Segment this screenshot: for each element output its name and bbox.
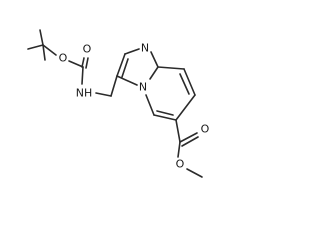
bond-ester-carbonyl-double-a	[179, 132, 198, 143]
bond-carbonyl-double-b	[85, 57, 89, 69]
bond-c3-to-c2-inner	[121, 58, 129, 78]
bond-ester-carbon-to-oxygen	[177, 141, 181, 158]
bond-c5-to-n4	[145, 94, 155, 116]
atom-label-boc-carbonyl-oxygen: O	[83, 43, 92, 56]
bond-c8a-to-n4	[149, 66, 159, 80]
atom-label-ring-n-imine: N	[141, 42, 149, 55]
methyl-ester-group	[175, 119, 203, 178]
methylene-linker	[95, 75, 118, 97]
bond-oxygen-to-methyl	[186, 168, 203, 178]
chemical-structure-diagram: O O NH N N O O	[27, 29, 210, 178]
bond-ch2-to-ring	[110, 75, 118, 97]
bond-tbu-methyl-bottom	[42, 44, 46, 61]
bond-c3-to-c2-outer	[116, 53, 126, 77]
bond-c3-to-n4	[116, 75, 138, 86]
bond-c6-to-ester-carbon	[175, 119, 181, 143]
bond-tbu-to-oxygen	[42, 44, 57, 56]
bond-oxygen-to-carbonyl	[68, 60, 84, 68]
bond-c7-to-c6	[175, 94, 196, 121]
bond-nh-to-ch2	[95, 92, 112, 97]
bond-ester-carbonyl-double-b	[181, 136, 199, 147]
bond-n1-to-c8a	[150, 51, 159, 68]
bond-c8a-to-c8	[157, 66, 185, 70]
bond-c8-to-c7-inner	[179, 73, 190, 95]
bond-c6-to-c5-outer	[153, 114, 177, 121]
boc-carbamate-group	[68, 57, 89, 85]
bond-tbu-methyl-left	[27, 44, 44, 50]
bond-c2-to-n1	[124, 48, 140, 55]
atom-label-amide-nh: NH	[76, 87, 93, 100]
bond-tbu-methyl-top	[39, 29, 44, 46]
bond-c8-to-c7-outer	[183, 68, 196, 96]
bond-carbonyl-to-nh	[81, 66, 84, 85]
bond-carbonyl-double-a	[81, 57, 85, 68]
atom-label-ester-oxygen: O	[176, 158, 185, 171]
tert-butyl-group	[27, 29, 57, 61]
atom-label-boc-ester-oxygen: O	[59, 52, 68, 65]
bond-c6-to-c5-inner	[156, 110, 174, 116]
imidazole-ring	[116, 48, 159, 86]
pyridine-ring	[145, 66, 196, 121]
atom-label-ester-carbonyl-oxygen: O	[201, 123, 210, 136]
atom-label-ring-n-bridgehead: N	[139, 81, 147, 94]
